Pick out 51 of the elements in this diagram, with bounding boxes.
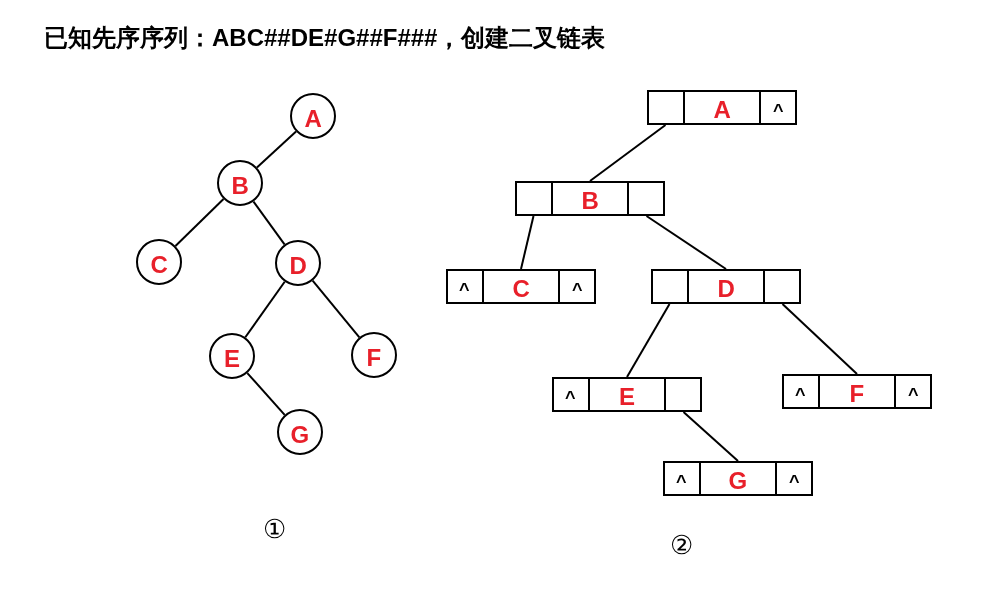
linked-list-node xyxy=(647,90,797,125)
title: 已知先序序列：ABC##DE#G##F###，创建二叉链表 xyxy=(44,23,606,53)
null-pointer-mark: ^ xyxy=(795,385,806,404)
node-letter: D xyxy=(289,254,307,278)
node-letter: E xyxy=(224,347,240,371)
null-pointer-mark: ^ xyxy=(908,385,919,404)
node-letter: E xyxy=(619,384,635,409)
null-pointer-mark: ^ xyxy=(773,101,784,120)
tree-node-circle xyxy=(351,332,397,378)
node-letter: A xyxy=(304,107,322,131)
tree-edge-line xyxy=(174,198,225,247)
node-letter: C xyxy=(512,276,530,301)
node-letter: F xyxy=(849,381,865,406)
tree-edge-line xyxy=(589,124,667,182)
figure-number: ② xyxy=(670,532,693,558)
tree-edge-line xyxy=(682,411,739,462)
linked-list-node xyxy=(515,181,665,216)
node-letter: G xyxy=(290,423,310,447)
tree-edge-line xyxy=(781,303,858,375)
tree-edge-line xyxy=(626,303,671,378)
node-letter: A xyxy=(713,97,731,122)
linked-list-node xyxy=(782,374,932,409)
node-letter: C xyxy=(150,253,168,277)
tree-edge-line xyxy=(255,130,298,169)
figure-number: ① xyxy=(263,516,286,542)
null-pointer-mark: ^ xyxy=(459,280,470,299)
tree-node-circle xyxy=(290,93,336,139)
null-pointer-mark: ^ xyxy=(676,472,687,491)
linked-list-node xyxy=(663,461,813,496)
tree-edge-line xyxy=(311,279,361,339)
tree-edge-line xyxy=(520,215,535,270)
tree-edge-line xyxy=(246,372,286,416)
null-pointer-mark: ^ xyxy=(565,388,576,407)
null-pointer-mark: ^ xyxy=(572,280,583,299)
node-letter: G xyxy=(728,468,748,493)
node-letter: B xyxy=(231,174,249,198)
linked-list-node xyxy=(552,377,702,412)
tree-edge-line xyxy=(252,200,286,246)
node-letter: B xyxy=(581,188,599,213)
node-letter: F xyxy=(366,346,382,370)
null-pointer-mark: ^ xyxy=(789,472,800,491)
linked-list-node xyxy=(651,269,801,304)
tree-node-circle xyxy=(136,239,182,285)
tree-edge-line xyxy=(645,215,727,270)
node-letter: D xyxy=(717,276,735,301)
tree-node-circle xyxy=(217,160,263,206)
tree-node-circle xyxy=(275,240,321,286)
linked-list-node xyxy=(446,269,596,304)
tree-edge-line xyxy=(244,280,286,339)
tree-node-circle xyxy=(277,409,323,455)
tree-node-circle xyxy=(209,333,255,379)
